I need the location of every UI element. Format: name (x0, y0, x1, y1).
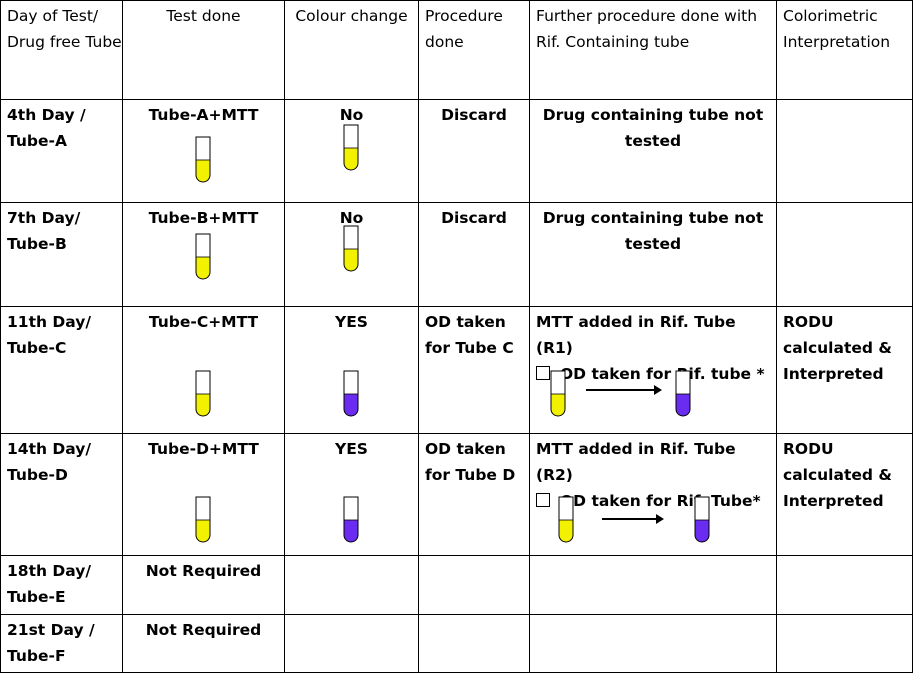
yellow-tube-icon (195, 496, 211, 543)
purple-tube-icon (694, 496, 710, 543)
header-further-procedure: Further procedure done with Rif. Contain… (529, 0, 777, 100)
table-row: 7th Day/ Tube-B Tube-B+MTT No Discard Dr… (0, 202, 913, 307)
colour-change-cell (284, 614, 419, 673)
checkbox-icon (536, 493, 550, 507)
test-cell: Tube-A+MTT (122, 99, 285, 203)
day-cell: 7th Day/ Tube-B (0, 202, 123, 307)
yellow-tube-icon (195, 233, 211, 280)
table-row: 4th Day / Tube-A Tube-A+MTT No Discard D… (0, 99, 913, 203)
colour-change-cell (284, 555, 419, 615)
procedure-cell: Discard (418, 99, 530, 203)
further-cell: Drug containing tube not tested (529, 99, 777, 203)
procedure-cell (418, 614, 530, 673)
further-cell: MTT added in Rif. Tube (R2) OD taken for… (529, 433, 777, 556)
further-cell (529, 555, 777, 615)
test-label: Tube-D+MTT (148, 440, 259, 458)
further-cell (529, 614, 777, 673)
interp-cell (776, 99, 913, 203)
day-cell: 14th Day/ Tube-D (0, 433, 123, 556)
table-row: 11th Day/ Tube-C Tube-C+MTT YES OD taken… (0, 306, 913, 434)
header-colour-change: Colour change (284, 0, 419, 100)
purple-tube-icon (343, 496, 359, 543)
interp-cell (776, 202, 913, 307)
colour-change-label: No (339, 209, 364, 227)
test-label: Tube-A+MTT (148, 106, 259, 124)
day-cell: 11th Day/ Tube-C (0, 306, 123, 434)
procedure-cell: OD taken for Tube C (418, 306, 530, 434)
yellow-tube-icon (343, 124, 359, 171)
colour-change-cell: YES (284, 306, 419, 434)
day-cell: 4th Day / Tube-A (0, 99, 123, 203)
colour-change-cell: No (284, 99, 419, 203)
header-row: Day of Test/ Drug free Tube Test done Co… (0, 0, 913, 100)
arrow-right-icon (586, 385, 662, 395)
yellow-tube-icon (558, 496, 574, 543)
procedure-cell: Discard (418, 202, 530, 307)
further-line-2-text: OD taken for Rif. tube * (560, 365, 765, 383)
further-line-2: OD taken for Rif. tube * (536, 361, 776, 387)
interp-cell: RODU calculated & Interpreted (776, 306, 913, 434)
arrow-right-icon (602, 514, 664, 524)
yellow-tube-icon (195, 370, 211, 417)
colour-change-cell: YES (284, 433, 419, 556)
test-label: Tube-C+MTT (148, 313, 259, 331)
interp-cell (776, 614, 913, 673)
day-cell: 21st Day / Tube-F (0, 614, 123, 673)
colour-change-cell: No (284, 202, 419, 307)
further-line-1: MTT added in Rif. Tube (R1) (536, 313, 736, 357)
yellow-tube-icon (550, 370, 566, 417)
further-line-2: OD taken for Rif. Tube* (536, 488, 776, 514)
purple-tube-icon (675, 370, 691, 417)
header-procedure: Procedure done (418, 0, 530, 100)
purple-tube-icon (343, 370, 359, 417)
procedure-cell (418, 555, 530, 615)
test-cell: Tube-C+MTT (122, 306, 285, 434)
test-label: Tube-B+MTT (148, 209, 259, 227)
header-test: Test done (122, 0, 285, 100)
colour-change-label: YES (335, 313, 368, 331)
test-cell: Tube-D+MTT (122, 433, 285, 556)
table-row: 21st Day / Tube-F Not Required (0, 614, 913, 673)
test-cell: Tube-B+MTT (122, 202, 285, 307)
day-cell: 18th Day/ Tube-E (0, 555, 123, 615)
header-day: Day of Test/ Drug free Tube (0, 0, 123, 100)
further-cell: Drug containing tube not tested (529, 202, 777, 307)
interp-cell: RODU calculated & Interpreted (776, 433, 913, 556)
test-cell: Not Required (122, 614, 285, 673)
checkbox-icon (536, 366, 550, 380)
header-interpretation: Colorimetric Interpretation (776, 0, 913, 100)
further-line-2-text: OD taken for Rif. Tube* (560, 492, 761, 510)
test-cell: Not Required (122, 555, 285, 615)
interp-cell (776, 555, 913, 615)
colour-change-label: YES (335, 440, 368, 458)
further-cell: MTT added in Rif. Tube (R1) OD taken for… (529, 306, 777, 434)
procedure-cell: OD taken for Tube D (418, 433, 530, 556)
yellow-tube-icon (343, 225, 359, 272)
table-row: 14th Day/ Tube-D Tube-D+MTT YES OD taken… (0, 433, 913, 556)
yellow-tube-icon (195, 136, 211, 183)
further-line-1: MTT added in Rif. Tube (R2) (536, 440, 736, 484)
table-row: 18th Day/ Tube-E Not Required (0, 555, 913, 615)
colour-change-label: No (339, 106, 364, 124)
